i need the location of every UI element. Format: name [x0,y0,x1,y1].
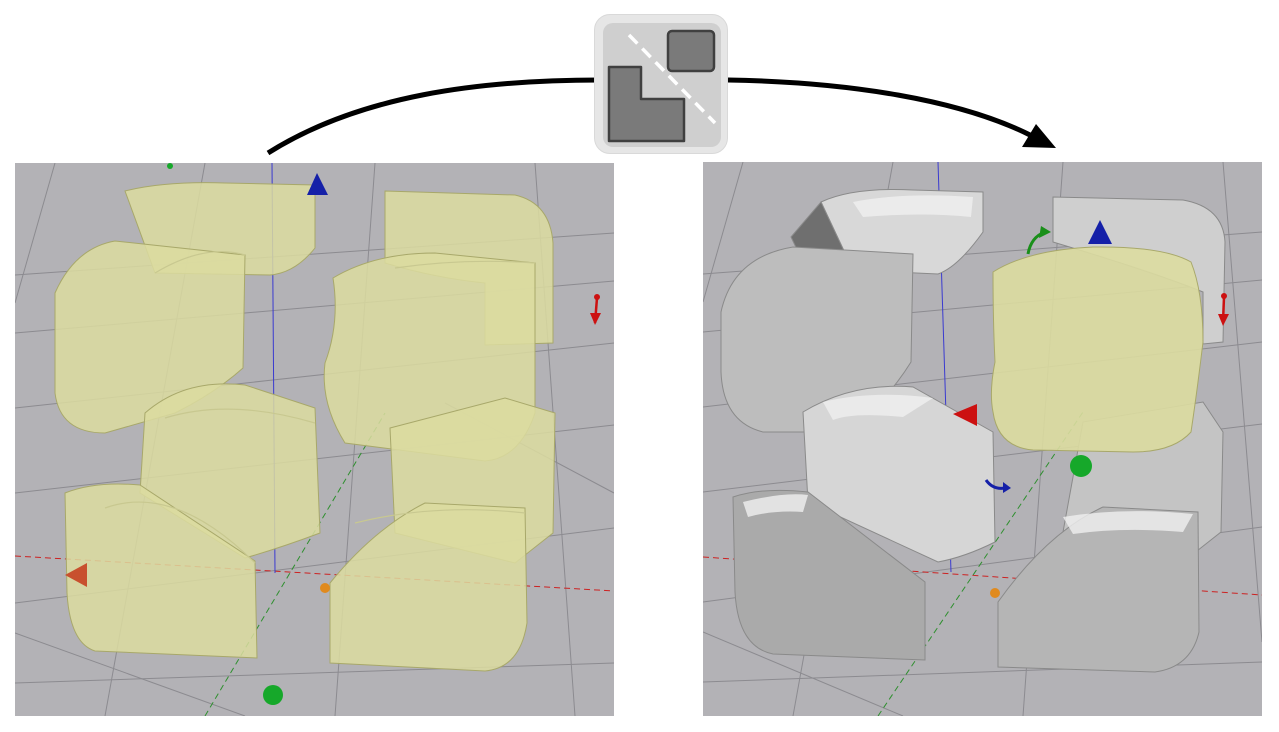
x-move-handle[interactable] [65,563,87,587]
origin-point [320,583,330,593]
viewport-after-split[interactable] [703,162,1262,716]
y-move-handle[interactable] [263,685,283,705]
selected-solid-piece[interactable] [990,246,1204,453]
solid-edge-highlights [104,250,536,564]
z-move-handle[interactable] [307,173,328,195]
y-axis [204,412,386,716]
split-solid-tool-button[interactable] [594,14,728,154]
rotate-handle-x[interactable] [590,294,601,325]
y-axis [877,411,1084,716]
solid-pieces-selected[interactable] [54,182,556,672]
solid-pieces-shading [743,195,1193,534]
origin-point [990,588,1000,598]
x-move-handle[interactable] [953,404,977,426]
rotate-handle-y[interactable] [167,163,173,169]
rotate-handle-x[interactable] [1218,293,1229,326]
split-solid-icon [603,23,721,147]
rotate-handle-z[interactable] [984,479,1011,493]
z-move-handle[interactable] [1088,220,1112,244]
rotate-handle-y[interactable] [1026,226,1051,255]
viewport-before-split[interactable] [15,163,614,716]
y-move-handle[interactable] [1070,455,1092,477]
